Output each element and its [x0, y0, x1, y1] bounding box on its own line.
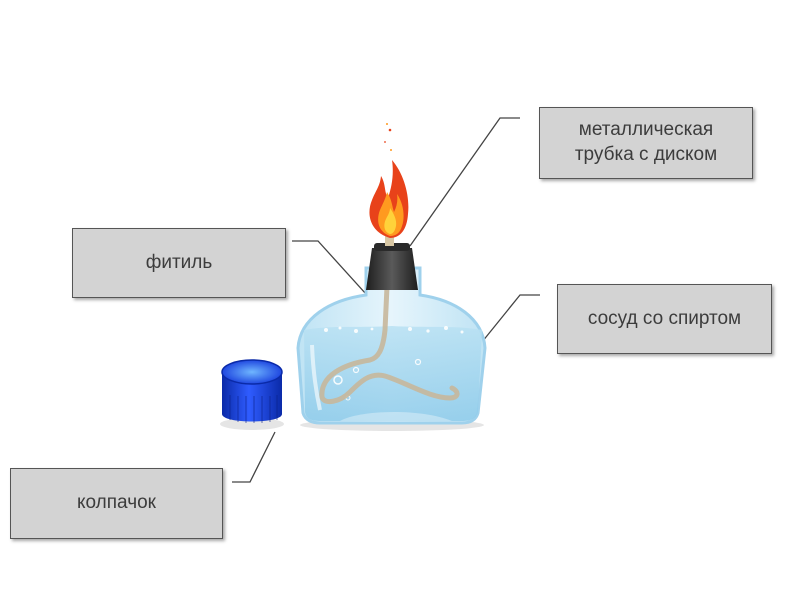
label-cap-text: колпачок — [77, 492, 156, 514]
flame-icon — [369, 123, 409, 238]
label-vessel: сосуд со спиртом — [557, 284, 772, 354]
label-metal-tube: металлическая трубка с диском — [539, 107, 753, 179]
leader-line-wick — [292, 240, 386, 316]
spirit-lamp-icon — [296, 228, 487, 431]
leader-line-cap — [232, 431, 276, 483]
label-metal-tube-text: металлическая трубка с диском — [574, 119, 718, 165]
label-wick-text: фитиль — [145, 251, 213, 273]
label-wick: фитиль — [72, 228, 286, 298]
cap-icon — [220, 359, 284, 430]
label-cap: колпачок — [10, 468, 223, 539]
leader-line-vessel — [481, 294, 540, 343]
leader-line-tube — [409, 117, 520, 247]
leader-lines — [232, 117, 540, 483]
label-vessel-text: сосуд со спиртом — [587, 307, 742, 329]
